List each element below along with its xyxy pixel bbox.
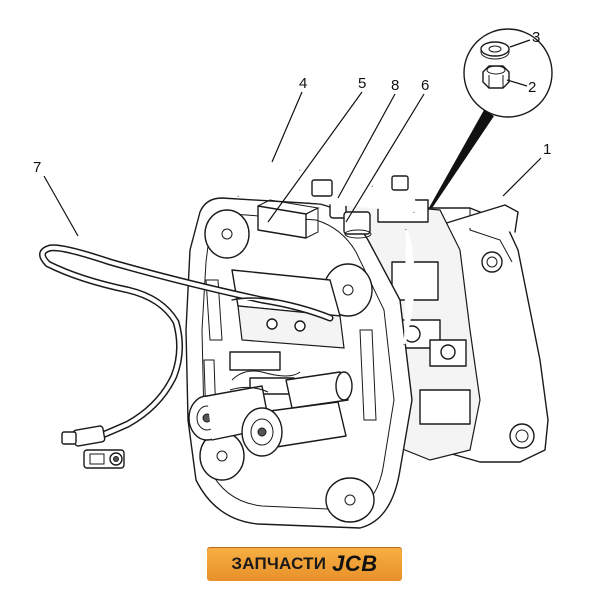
watermark-brand: JCB xyxy=(332,551,378,576)
leader-6 xyxy=(345,93,425,223)
leader-7 xyxy=(43,175,79,237)
callout-6: 6 xyxy=(421,77,429,94)
callout-5: 5 xyxy=(358,75,366,92)
detail-inset xyxy=(412,28,553,238)
watermark-badge: ЗАПЧАСТИ JCB xyxy=(207,547,402,581)
bracket-hole-top xyxy=(481,251,503,273)
callout-7: 7 xyxy=(33,159,41,176)
watermark-label: ЗАПЧАСТИ xyxy=(231,554,327,573)
detail-pointer xyxy=(412,110,494,238)
solenoid-coil-right xyxy=(241,371,353,457)
callout-2: 2 xyxy=(528,79,536,96)
leader-2 xyxy=(506,79,528,87)
callout-3: 3 xyxy=(532,29,540,46)
washer xyxy=(480,41,510,60)
harness-cable xyxy=(39,244,334,469)
nut xyxy=(482,65,510,89)
leader-8 xyxy=(337,93,396,199)
leader-lines xyxy=(43,39,542,237)
valve-assembly xyxy=(39,150,549,529)
leader-3 xyxy=(509,39,531,48)
callout-4: 4 xyxy=(299,75,307,92)
callouts: 1 2 3 4 5 6 7 8 xyxy=(33,29,551,176)
bracket-hole-bottom xyxy=(509,423,535,449)
leader-4 xyxy=(271,91,303,163)
leader-1 xyxy=(502,157,542,197)
callout-8: 8 xyxy=(391,77,399,94)
callout-1: 1 xyxy=(543,141,551,158)
leader-5 xyxy=(267,91,363,223)
